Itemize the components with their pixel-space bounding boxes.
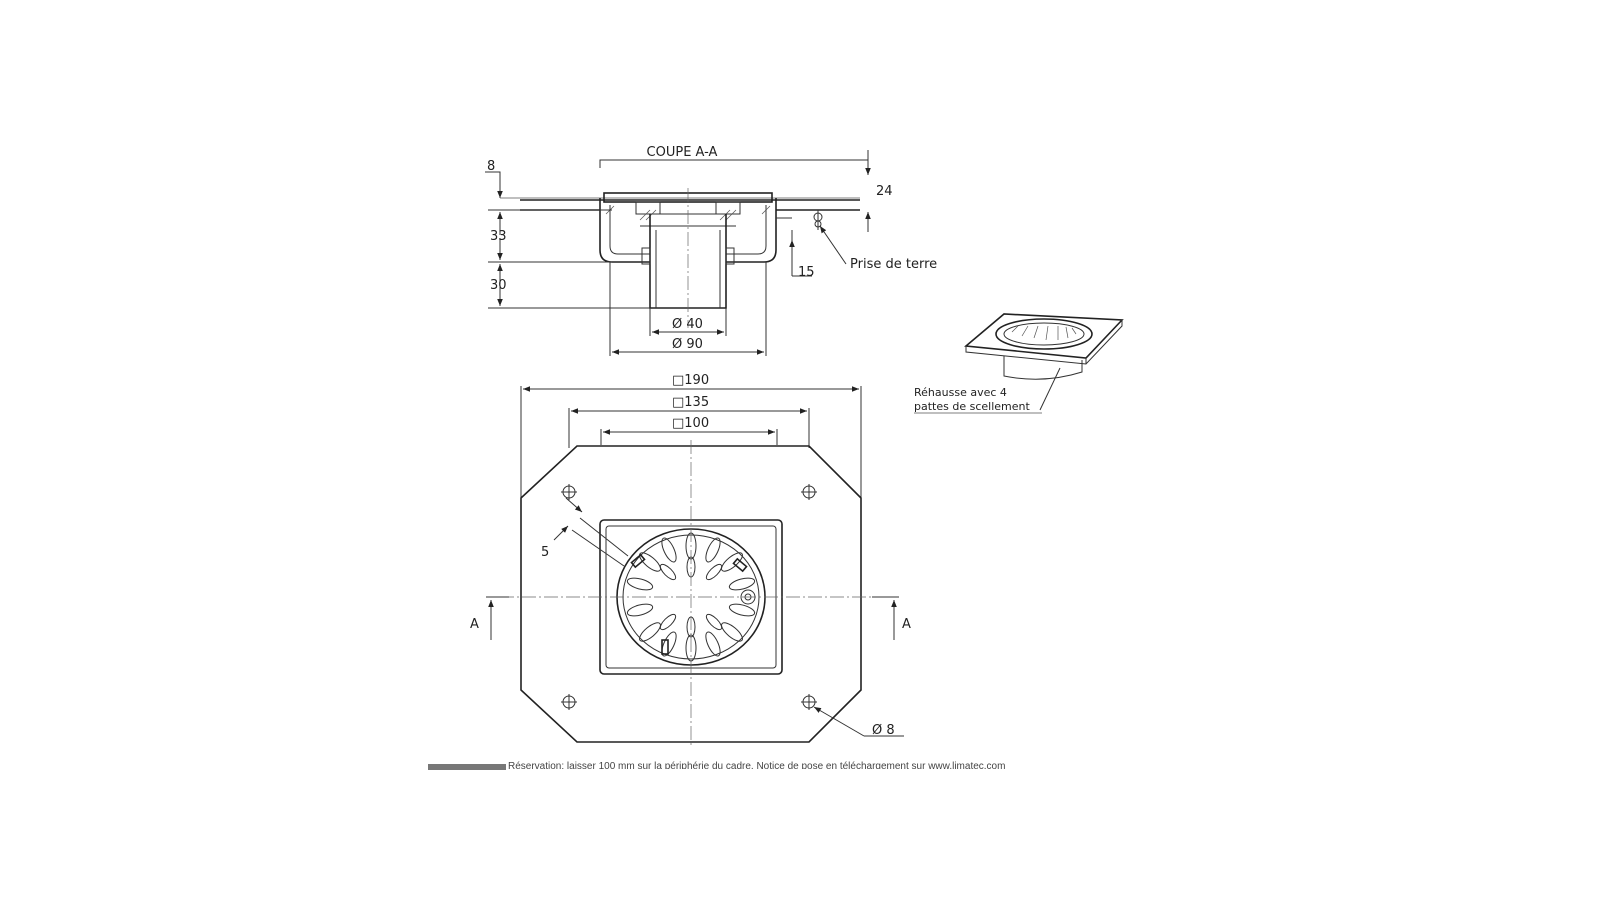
- dim-phi90: Ø 90: [672, 337, 703, 352]
- dim-sq135: □135: [672, 395, 709, 410]
- plan-view: □190 □135 □100: [470, 373, 911, 748]
- isometric-view: Réhausse avec 4 pattes de scellement: [914, 313, 1124, 414]
- dim-sq190: □190: [672, 373, 709, 388]
- label-rehausse-line1: Réhausse avec 4: [914, 386, 1007, 399]
- dim-5: 5: [541, 545, 549, 560]
- dim-33: 33: [490, 229, 507, 244]
- label-rehausse-line2: pattes de scellement: [914, 400, 1030, 413]
- dim-24: 24: [876, 184, 893, 199]
- dim-sq100: □100: [672, 416, 709, 431]
- label-prise-de-terre: Prise de terre: [850, 257, 937, 272]
- dim-8-top: 8: [487, 159, 495, 174]
- section-mark-right: A: [902, 617, 911, 632]
- section-title: COUPE A-A: [647, 145, 718, 160]
- dim-15: 15: [798, 265, 815, 280]
- section-view: COUPE A-A 24 8: [485, 145, 937, 356]
- anchor-holes: [561, 484, 817, 710]
- dim-30: 30: [490, 278, 507, 293]
- footer-bar: [428, 764, 506, 770]
- dim-phi40: Ø 40: [672, 317, 703, 332]
- dim-phi8: Ø 8: [872, 723, 895, 738]
- section-mark-left: A: [470, 617, 479, 632]
- footer-note: Réservation: laisser 100 mm sur la périp…: [508, 761, 1006, 769]
